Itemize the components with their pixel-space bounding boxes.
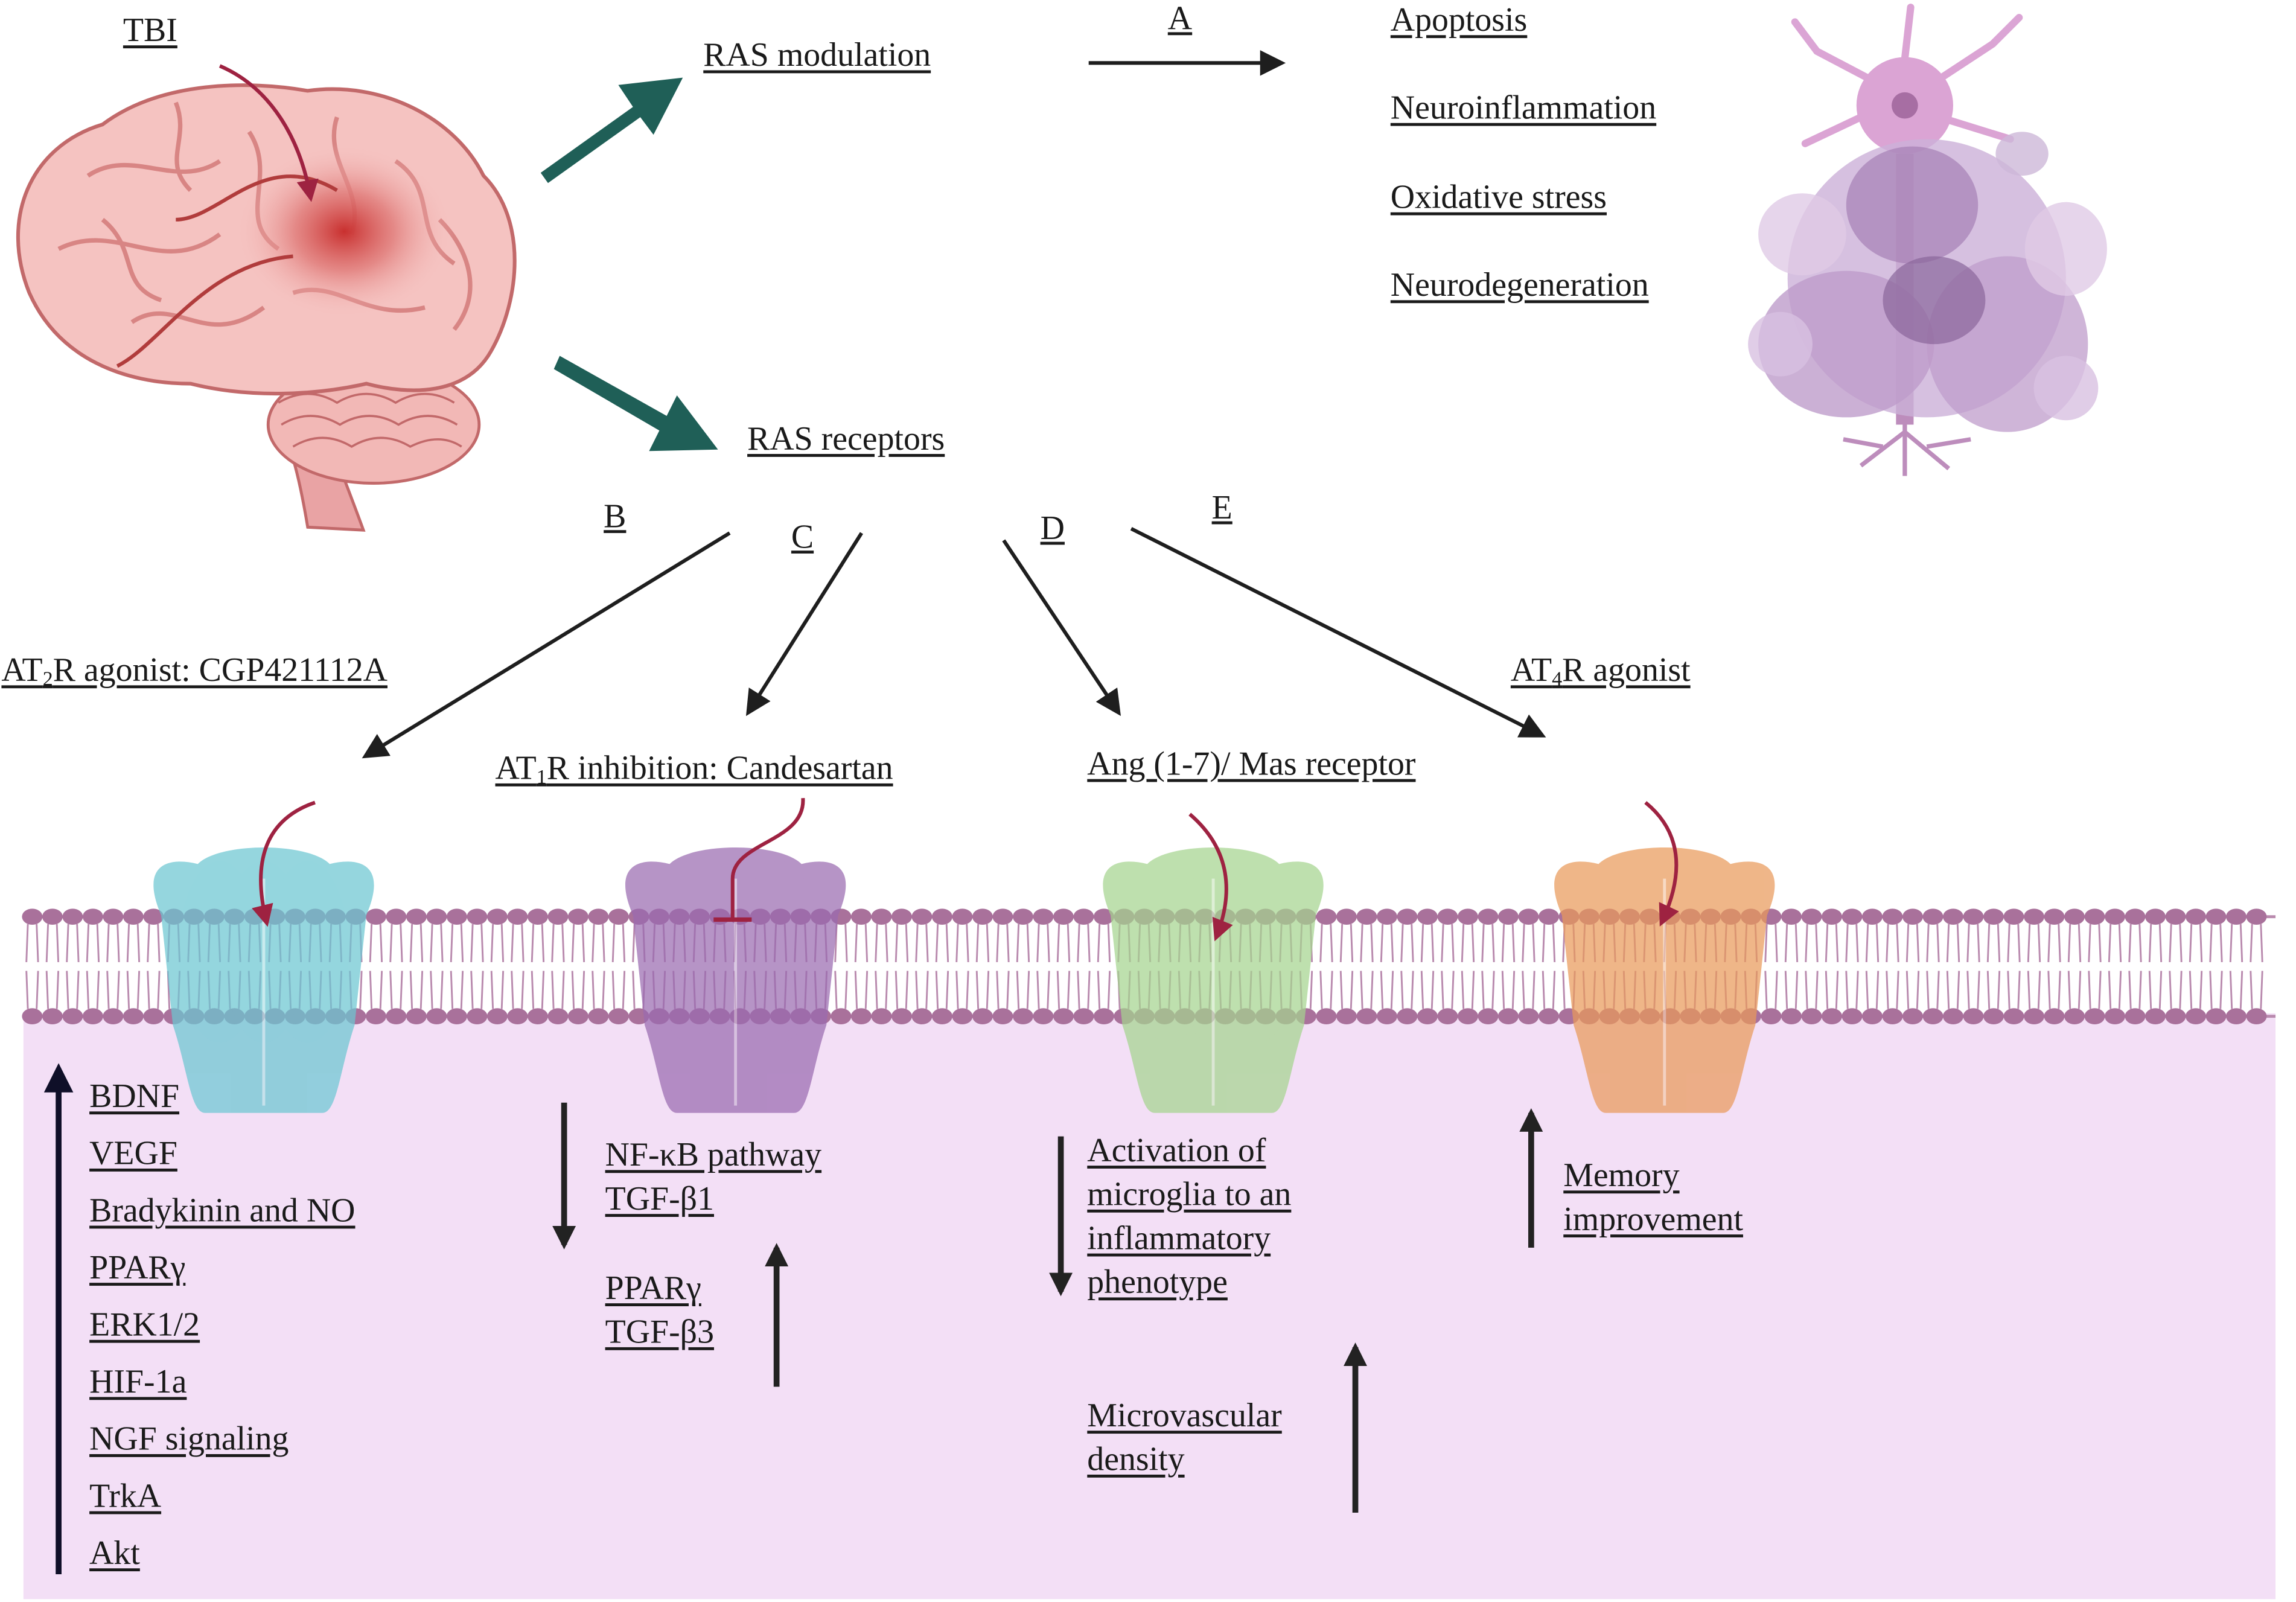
effect-akt: Akt: [89, 1534, 140, 1572]
tbi-label: TBI: [123, 11, 177, 49]
letter-d: D: [1040, 509, 1065, 546]
effect-microvascular-2: density: [1087, 1441, 1185, 1478]
ligand-at2r: [252, 800, 316, 927]
ligand-mas: [1188, 812, 1233, 942]
at4r-channel: [1554, 847, 1775, 1113]
teal-arrows: [540, 77, 718, 452]
ras-modulation-label: RAS modulation: [703, 36, 931, 74]
effect-vegf: VEGF: [89, 1135, 177, 1172]
at2r-agonist-label: AT2R agonist: CGP421112A: [1, 651, 387, 692]
effect-microglia-3: inflammatory: [1087, 1219, 1271, 1257]
outcome-apoptosis: Apoptosis: [1390, 1, 1528, 39]
ligand-at4r: [1644, 801, 1679, 927]
effect-nfkb: NF-κB pathway: [605, 1136, 822, 1173]
effect-ppar-gamma-2: PPARγ: [605, 1269, 701, 1306]
effect-erk: ERK1/2: [89, 1306, 200, 1343]
neuron-illustration: [1748, 4, 2107, 476]
cytoplasm-region: [23, 1013, 2276, 1600]
arrow-to-ras-receptors: [553, 356, 718, 452]
at1r-inhibition-label: AT1R inhibition: Candesartan: [495, 750, 893, 790]
at2r-channel: [153, 847, 374, 1113]
effect-memory-2: improvement: [1563, 1201, 1743, 1237]
branch-arrows: [362, 527, 1546, 759]
arrow-e: [1130, 527, 1546, 738]
effect-trka: TrkA: [89, 1477, 162, 1514]
outcome-oxidative-stress: Oxidative stress: [1390, 178, 1607, 215]
effect-bradykinin-no: Bradykinin and NO: [89, 1192, 356, 1229]
inhibition-at1r: [730, 797, 805, 920]
arrow-c: [745, 532, 863, 716]
regulation-arrows: [43, 1063, 1543, 1574]
effect-microglia-4: phenotype: [1087, 1263, 1228, 1301]
effect-tgf-b3: TGF-β3: [605, 1313, 714, 1350]
effect-tgf-b1: TGF-β1: [605, 1180, 714, 1217]
arrow-to-ras-modulation: [540, 77, 683, 183]
effect-hif: HIF-1a: [89, 1363, 187, 1400]
effect-ngf: NGF signaling: [89, 1420, 289, 1457]
ras-receptors-label: RAS receptors: [747, 420, 945, 457]
ligand-arrows: [252, 797, 1679, 942]
brain-illustration: [16, 64, 517, 532]
letter-a: A: [1167, 0, 1193, 37]
letter-e: E: [1211, 489, 1233, 526]
outcome-neurodegeneration: Neurodegeneration: [1390, 266, 1649, 304]
letter-b: B: [604, 497, 627, 535]
letter-c: C: [791, 518, 814, 555]
effect-microglia-1: Activation of: [1087, 1132, 1266, 1169]
effect-bdnf: BDNF: [89, 1077, 180, 1115]
effect-memory-1: Memory: [1563, 1157, 1680, 1194]
mas-receptor-label: Ang (1-7)/ Mas receptor: [1087, 745, 1416, 782]
effect-microglia-2: microglia to an: [1087, 1176, 1292, 1213]
at4r-agonist-label: AT4R agonist: [1510, 651, 1691, 692]
effect-microvascular-1: Microvascular: [1087, 1397, 1282, 1434]
arrow-d: [1002, 539, 1121, 716]
arrow-b: [362, 531, 731, 759]
mas-channel: [1103, 847, 1324, 1113]
effect-ppar-gamma: PPARγ: [89, 1249, 186, 1286]
outcome-neuroinflammation: Neuroinflammation: [1390, 89, 1657, 126]
at1r-channel: [625, 847, 846, 1113]
